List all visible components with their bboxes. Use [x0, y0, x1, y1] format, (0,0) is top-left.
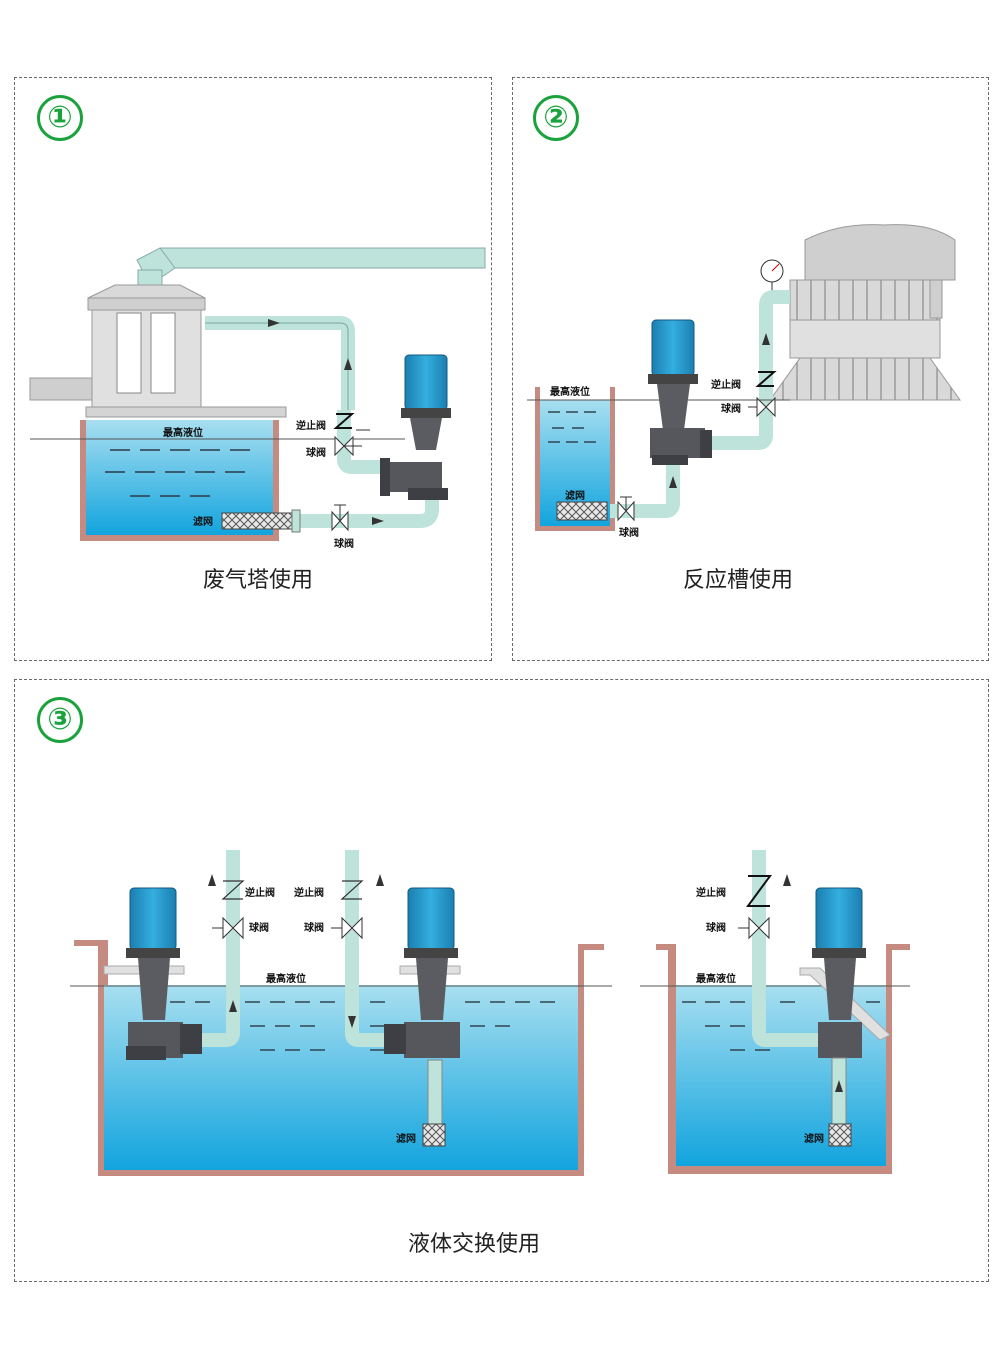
flow-arrow-icon [669, 476, 677, 488]
panel-caption-1: 废气塔使用 [202, 568, 313, 593]
ball-valve-label: 球阀 [304, 921, 324, 934]
filter-label: 滤网 [804, 1132, 824, 1145]
return-pipe [205, 316, 355, 410]
ball-valve-label: 球阀 [721, 402, 741, 415]
flow-arrow-icon [229, 1000, 237, 1012]
ball-valve-icon [748, 396, 776, 418]
panel-caption-2: 反应槽使用 [682, 568, 793, 593]
flow-arrow-icon [348, 1016, 356, 1028]
ball-valve-icon [738, 916, 770, 940]
check-valve-label: 逆止阀 [245, 886, 275, 899]
flow-arrow-icon [372, 517, 384, 525]
suction-pipe [610, 465, 680, 518]
suction-pipe [292, 492, 439, 528]
waste-gas-tower-diagram: 最高液位 逆止阀 球阀 滤网 球阀 [29, 247, 486, 550]
tower-water-tank [30, 420, 405, 541]
intake-duct [29, 377, 93, 401]
max-level-label: 最高液位 [163, 426, 203, 439]
filter-label: 滤网 [193, 515, 213, 528]
panel-number-1: ① [37, 95, 83, 141]
panel-caption-3: 液体交换使用 [407, 1232, 540, 1257]
ball-valve-label: 球阀 [619, 526, 639, 539]
check-valve-icon [221, 880, 245, 900]
check-valve-label: 逆止阀 [296, 419, 326, 432]
reactor-vessel [769, 224, 961, 401]
pump-icon [126, 887, 202, 1060]
ball-valve-icon [334, 435, 362, 457]
max-level-label: 最高液位 [696, 972, 736, 985]
check-valve-label: 逆止阀 [696, 886, 726, 899]
check-valve-label: 逆止阀 [294, 886, 324, 899]
flow-arrow-icon [762, 333, 770, 345]
panel-waste-gas-tower [14, 77, 492, 661]
check-valve-icon [333, 413, 370, 431]
flow-arrow-icon [783, 874, 791, 886]
discharge-pipe [700, 290, 790, 450]
pump-icon [380, 354, 451, 500]
exhaust-duct [159, 247, 486, 269]
ball-valve-icon [331, 504, 349, 532]
check-valve-icon [746, 875, 772, 907]
filter-icon [422, 1123, 446, 1147]
pump-icon [812, 887, 866, 1147]
max-level-label: 最高液位 [266, 972, 306, 985]
panel-reaction-tank [512, 77, 989, 661]
panel-liquid-exchange [14, 679, 989, 1282]
ball-valve-label: 球阀 [306, 446, 326, 459]
filter-icon [828, 1123, 852, 1147]
liquid-exchange-diagram: 逆止阀 球阀 逆止阀 球阀 最高液位 滤网 [70, 850, 910, 1176]
reaction-tank-diagram: 最高液位 逆止阀 球阀 滤网 球阀 [527, 224, 961, 539]
pressure-gauge-icon [760, 259, 784, 292]
flow-arrow-icon [268, 319, 280, 327]
check-valve-label: 逆止阀 [711, 378, 741, 391]
flow-arrow-icon [376, 874, 384, 886]
panel-number-3: ③ [37, 697, 83, 743]
ball-valve-icon [331, 916, 363, 940]
exchange-tank-small [640, 944, 910, 1174]
filter-label: 滤网 [565, 489, 585, 502]
panel-number-2: ② [533, 95, 579, 141]
filter-icon [556, 501, 608, 521]
ball-valve-icon [617, 496, 635, 522]
filter-label: 滤网 [396, 1132, 416, 1145]
scrubber-tower [85, 284, 287, 418]
flow-arrow-icon [208, 874, 216, 886]
ball-valve-label: 球阀 [249, 921, 269, 934]
ball-valve-icon [212, 916, 244, 940]
pump-icon [648, 319, 712, 465]
reaction-water-tank [527, 387, 790, 531]
check-valve-icon [340, 880, 364, 900]
ball-valve-label: 球阀 [706, 921, 726, 934]
pump-icon [384, 887, 460, 1147]
filter-icon [221, 512, 293, 530]
flow-arrow-icon [344, 358, 352, 370]
max-level-label: 最高液位 [550, 385, 590, 398]
check-valve-icon [755, 371, 777, 387]
ball-valve-label: 球阀 [334, 537, 354, 550]
